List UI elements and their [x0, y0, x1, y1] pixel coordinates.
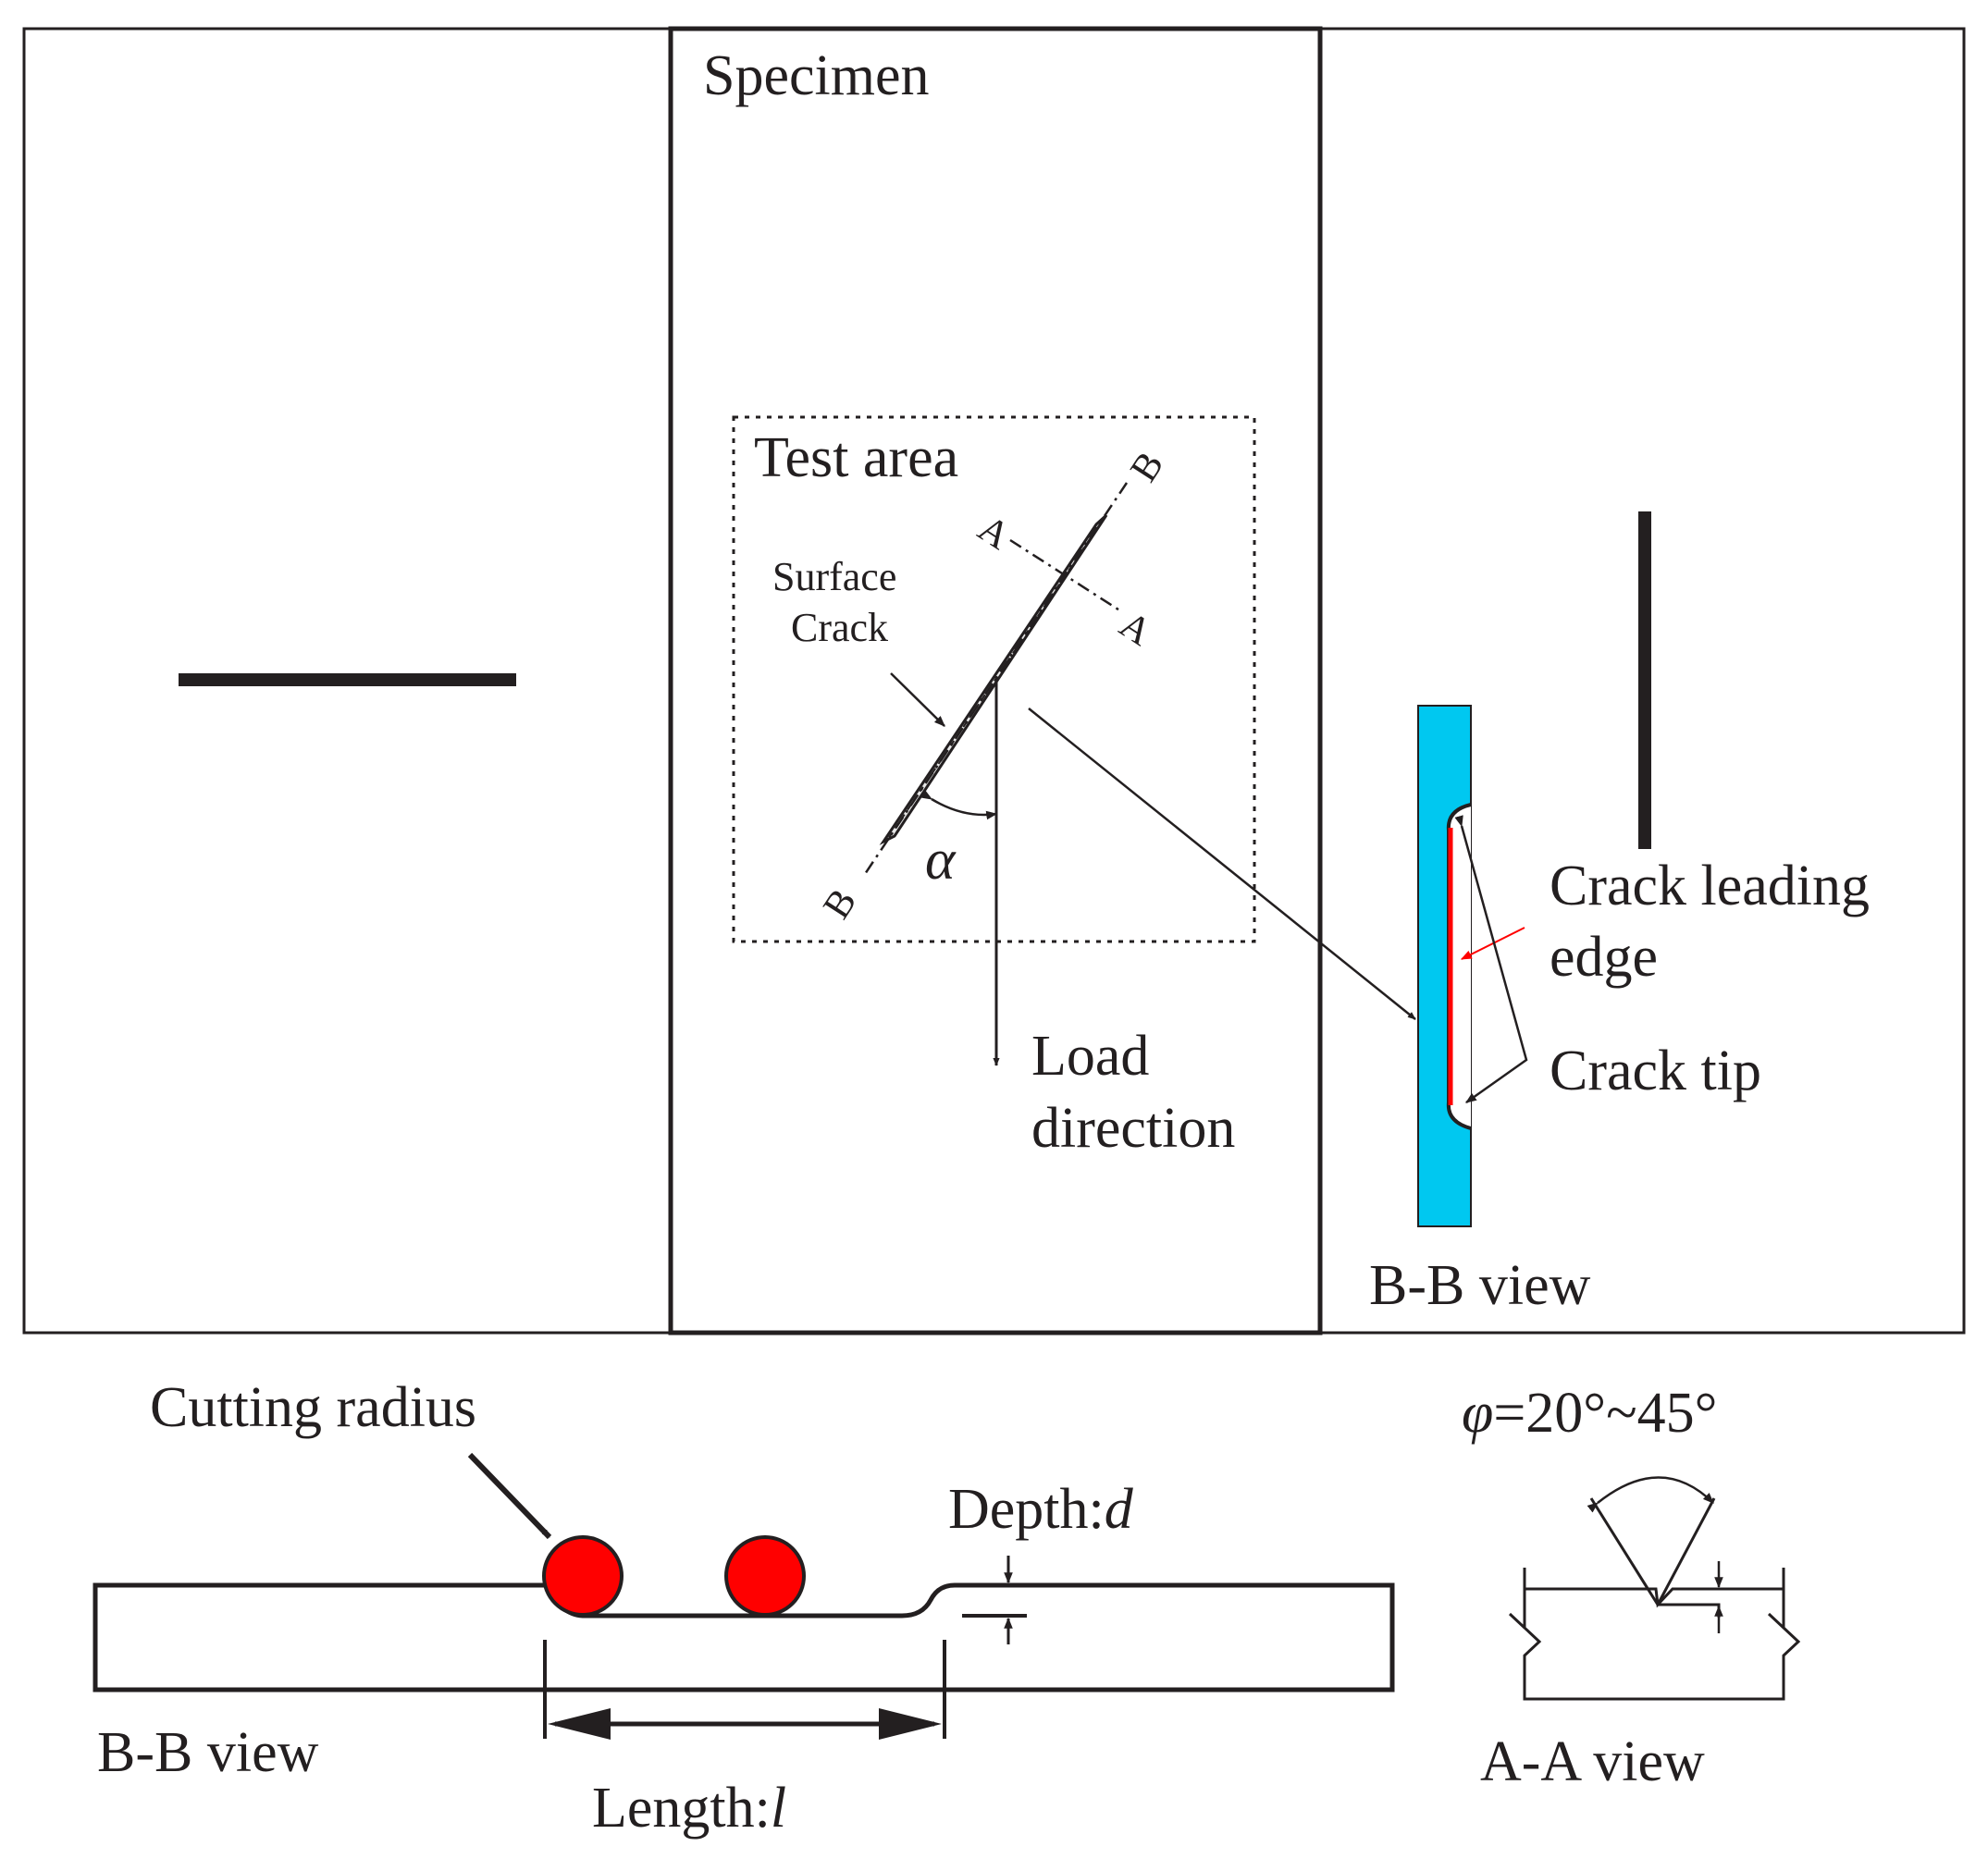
phi-range-label: φ=20°~45° [1462, 1382, 1717, 1445]
section-a-bottom: A [1112, 603, 1159, 654]
aa-v-groove-right [1656, 1497, 1716, 1606]
angle-alpha-arc [920, 790, 998, 820]
bb-view-top-label: B-B view [1369, 1254, 1591, 1317]
length-arrow-left [548, 1708, 611, 1740]
cutter-circle-2 [724, 1535, 806, 1617]
cutting-radius-label: Cutting radius [150, 1376, 476, 1439]
crack-leading-edge-label-line2: edge [1550, 926, 1658, 989]
aa-view-label: A-A view [1480, 1730, 1705, 1793]
surface-crack-label-line1: Surface [772, 554, 896, 599]
crack-tip-leaders [1454, 815, 1528, 1104]
section-b-top: B [1122, 445, 1172, 490]
load-direction-label-line2: direction [1031, 1097, 1235, 1160]
bb-view-leader [1028, 708, 1416, 1020]
cutter-circle-1 [542, 1535, 624, 1617]
test-area-label: Test area [754, 426, 958, 489]
section-a-top: A [970, 507, 1018, 558]
load-direction-label-line1: Load [1031, 1025, 1149, 1088]
length-label: Length:l [592, 1777, 786, 1840]
surface-crack-label-line2: Crack [791, 605, 888, 650]
depth-label: Depth:d [948, 1478, 1134, 1541]
surface-crack-leader [890, 672, 945, 727]
aa-section-outline [1508, 1587, 1801, 1701]
specimen-frame [668, 26, 1323, 1336]
phi-angle-arc [1587, 1476, 1714, 1513]
length-arrow-right [879, 1708, 942, 1740]
aa-v-groove-left [1589, 1497, 1660, 1606]
alpha-label: α [925, 829, 957, 892]
section-b-bottom: B [815, 881, 865, 927]
cutting-radius-arrow [467, 1452, 552, 1540]
section-line-aa [1009, 538, 1122, 613]
specimen-label: Specimen [703, 44, 930, 107]
crack-tip-label: Crack tip [1550, 1040, 1761, 1102]
crack-leading-edge-label-line1: Crack leading [1550, 855, 1870, 917]
bb-view-bottom-label: B-B view [97, 1721, 319, 1784]
